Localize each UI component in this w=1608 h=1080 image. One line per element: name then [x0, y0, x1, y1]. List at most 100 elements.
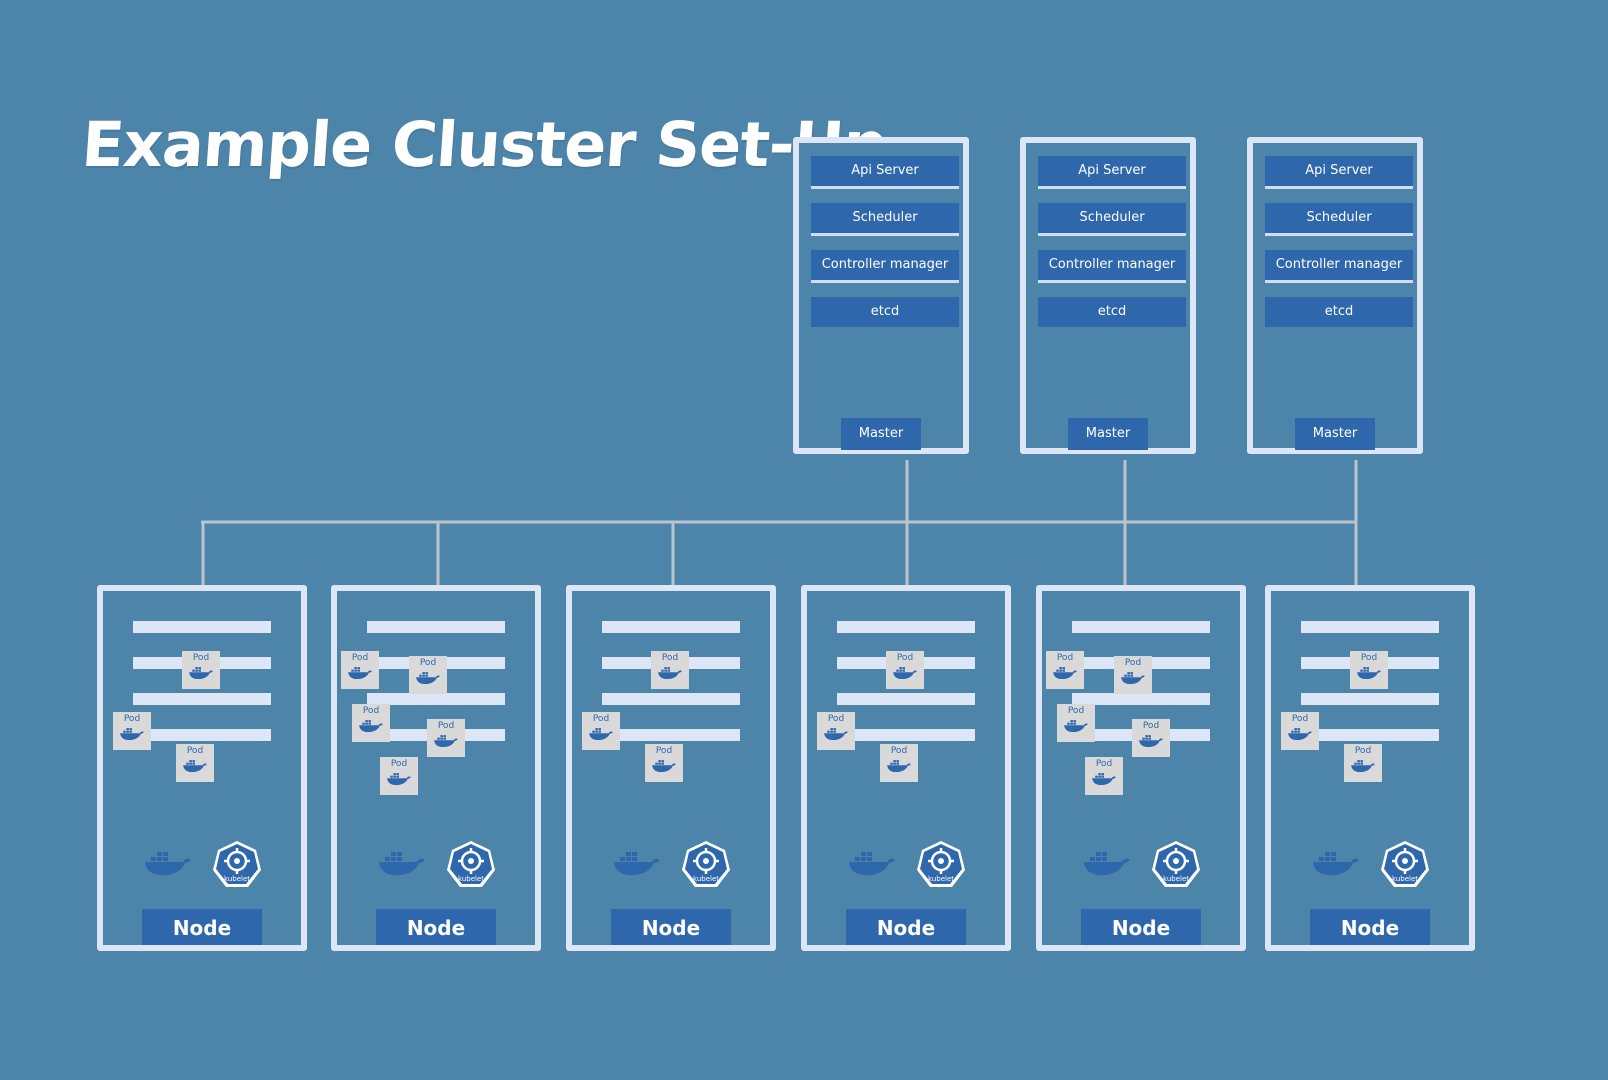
rack-slot: [602, 621, 740, 633]
docker-whale-icon: [1046, 664, 1084, 680]
docker-whale-icon: [341, 664, 379, 680]
node-label: Node: [611, 909, 731, 945]
docker-whale-icon: [409, 669, 447, 685]
docker-whale-icon: [612, 846, 662, 881]
docker-whale-icon: [1350, 664, 1388, 680]
kubelet-icon: kubelet: [680, 839, 732, 891]
pod: Pod: [341, 651, 379, 689]
svg-text:kubelet: kubelet: [928, 875, 954, 883]
kubelet-icon: kubelet: [915, 839, 967, 891]
master-server-2: Api Server Scheduler Controller manager …: [1020, 137, 1196, 454]
node-label: Node: [1081, 909, 1201, 945]
pod-label: Pod: [390, 759, 408, 769]
pod-label: Pod: [1354, 746, 1372, 756]
docker-whale-icon: [1281, 725, 1319, 741]
docker-whale-icon: [651, 664, 689, 680]
pod-label: Pod: [1291, 714, 1309, 724]
controller-manager-block: Controller manager: [811, 250, 959, 283]
svg-text:kubelet: kubelet: [224, 875, 250, 883]
pod-label: Pod: [1095, 759, 1113, 769]
node-label: Node: [846, 909, 966, 945]
pod-label: Pod: [1056, 653, 1074, 663]
rack-slot: [1072, 693, 1210, 705]
rack-slot: [602, 729, 740, 741]
etcd-block: etcd: [811, 297, 959, 327]
master-label: Master: [1295, 418, 1375, 450]
pod-label: Pod: [1142, 721, 1160, 731]
pod: Pod: [182, 651, 220, 689]
pod: Pod: [1132, 719, 1170, 757]
controller-manager-block: Controller manager: [1265, 250, 1413, 283]
pod: Pod: [1046, 651, 1084, 689]
docker-whale-icon: [817, 725, 855, 741]
docker-whale-icon: [1311, 846, 1361, 881]
docker-whale-icon: [1085, 770, 1123, 786]
api-server-block: Api Server: [1038, 156, 1186, 189]
node-label: Node: [376, 909, 496, 945]
svg-text:kubelet: kubelet: [1163, 875, 1189, 883]
scheduler-block: Scheduler: [1038, 203, 1186, 236]
docker-whale-icon: [880, 757, 918, 773]
api-server-block: Api Server: [1265, 156, 1413, 189]
pod: Pod: [1085, 757, 1123, 795]
pod: Pod: [880, 744, 918, 782]
pod: Pod: [1281, 712, 1319, 750]
api-server-block: Api Server: [811, 156, 959, 189]
scheduler-block: Scheduler: [811, 203, 959, 236]
pod: Pod: [582, 712, 620, 750]
pod-label: Pod: [362, 706, 380, 716]
docker-whale-icon: [1344, 757, 1382, 773]
pod-label: Pod: [123, 714, 141, 724]
rack-slot: [367, 621, 505, 633]
etcd-block: etcd: [1265, 297, 1413, 327]
docker-whale-icon: [847, 846, 897, 881]
pod: Pod: [427, 719, 465, 757]
docker-whale-icon: [1057, 717, 1095, 733]
master-server-1: Api Server Scheduler Controller manager …: [793, 137, 969, 454]
master-label: Master: [841, 418, 921, 450]
pod-label: Pod: [661, 653, 679, 663]
docker-whale-icon: [645, 757, 683, 773]
docker-whale-icon: [352, 717, 390, 733]
pod: Pod: [176, 744, 214, 782]
svg-text:kubelet: kubelet: [1392, 875, 1418, 883]
pod-label: Pod: [186, 746, 204, 756]
rack-slot: [133, 621, 271, 633]
rack-slot: [602, 693, 740, 705]
pod-label: Pod: [827, 714, 845, 724]
master-label: Master: [1068, 418, 1148, 450]
pod: Pod: [651, 651, 689, 689]
docker-whale-icon: [582, 725, 620, 741]
pod-label: Pod: [1124, 658, 1142, 668]
rack-slot: [133, 693, 271, 705]
docker-whale-icon: [1132, 732, 1170, 748]
docker-whale-icon: [377, 846, 427, 881]
pod-label: Pod: [896, 653, 914, 663]
pod: Pod: [886, 651, 924, 689]
pod-label: Pod: [351, 653, 369, 663]
pod-label: Pod: [437, 721, 455, 731]
pod: Pod: [1114, 656, 1152, 694]
pod: Pod: [817, 712, 855, 750]
rack-slot: [367, 693, 505, 705]
docker-whale-icon: [182, 664, 220, 680]
docker-whale-icon: [176, 757, 214, 773]
docker-whale-icon: [143, 846, 193, 881]
pod: Pod: [409, 656, 447, 694]
pod: Pod: [1350, 651, 1388, 689]
svg-text:kubelet: kubelet: [458, 875, 484, 883]
docker-whale-icon: [113, 725, 151, 741]
pod: Pod: [380, 757, 418, 795]
docker-whale-icon: [427, 732, 465, 748]
pod-label: Pod: [192, 653, 210, 663]
master-server-3: Api Server Scheduler Controller manager …: [1247, 137, 1423, 454]
pod: Pod: [645, 744, 683, 782]
svg-text:kubelet: kubelet: [693, 875, 719, 883]
kubelet-icon: kubelet: [211, 839, 263, 891]
node-label: Node: [142, 909, 262, 945]
rack-slot: [1301, 693, 1439, 705]
